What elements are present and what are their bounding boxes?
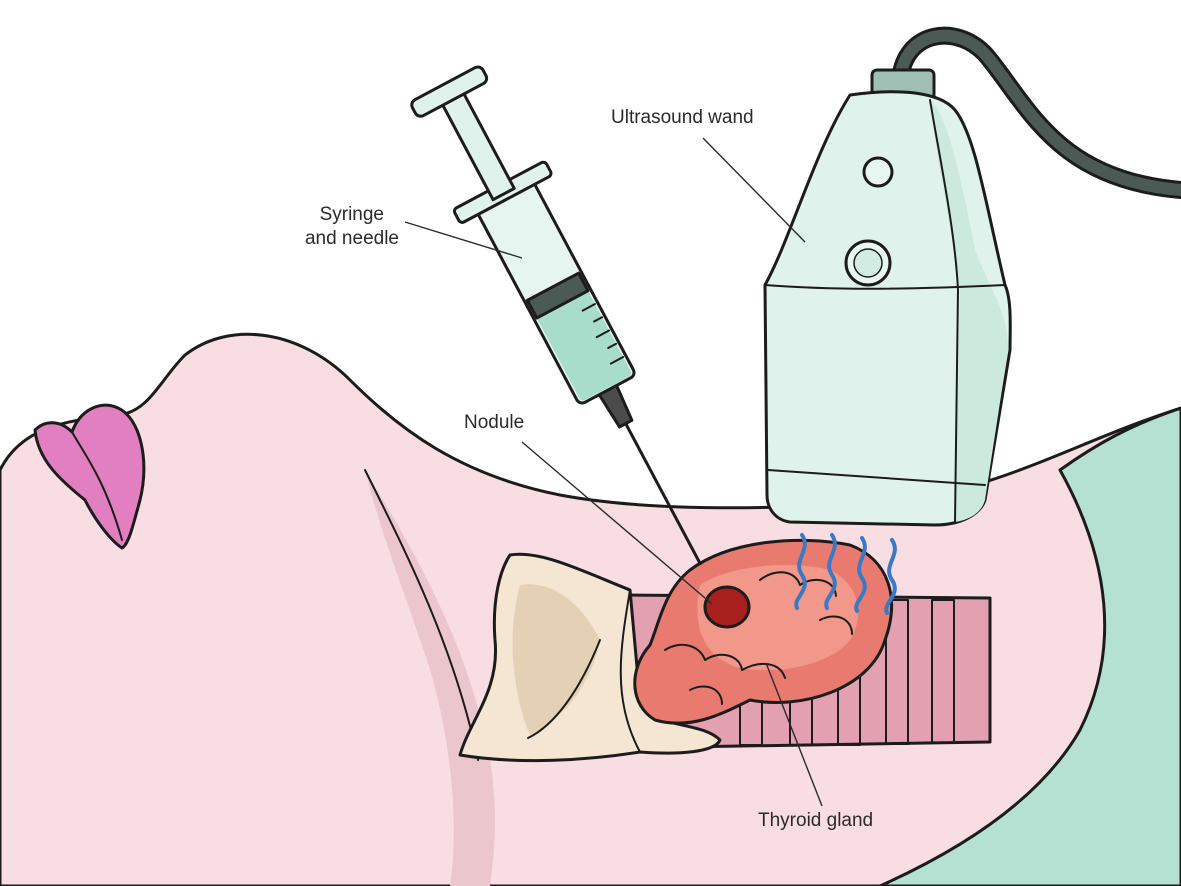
label-syringe-line2: and needle [305, 228, 399, 249]
nodule [703, 585, 751, 629]
label-thyroid-gland: Thyroid gland [758, 810, 873, 831]
ultrasound-waves [794, 533, 897, 615]
label-thyroid-group: Thyroid gland [758, 662, 873, 831]
jaw-line [364, 469, 479, 761]
patient-clothing [878, 406, 1181, 886]
jaw-shadow [365, 470, 495, 886]
trachea-ring [931, 599, 955, 744]
label-syringe-group: Syringe and needle [305, 204, 523, 259]
larynx-cartilage [458, 552, 722, 763]
trachea-ring [885, 599, 909, 745]
label-syringe-line1: Syringe [320, 204, 384, 225]
label-ultrasound-group: Ultrasound wand [611, 107, 806, 243]
label-ultrasound-wand: Ultrasound wand [611, 107, 754, 128]
wand-button-top [862, 156, 894, 188]
label-nodule: Nodule [464, 412, 524, 433]
lip-divider [71, 431, 123, 541]
label-nodule-group: Nodule [464, 412, 713, 605]
syringe-and-needle [410, 65, 703, 566]
ultrasound-wand [763, 26, 1181, 527]
needle [624, 422, 703, 566]
